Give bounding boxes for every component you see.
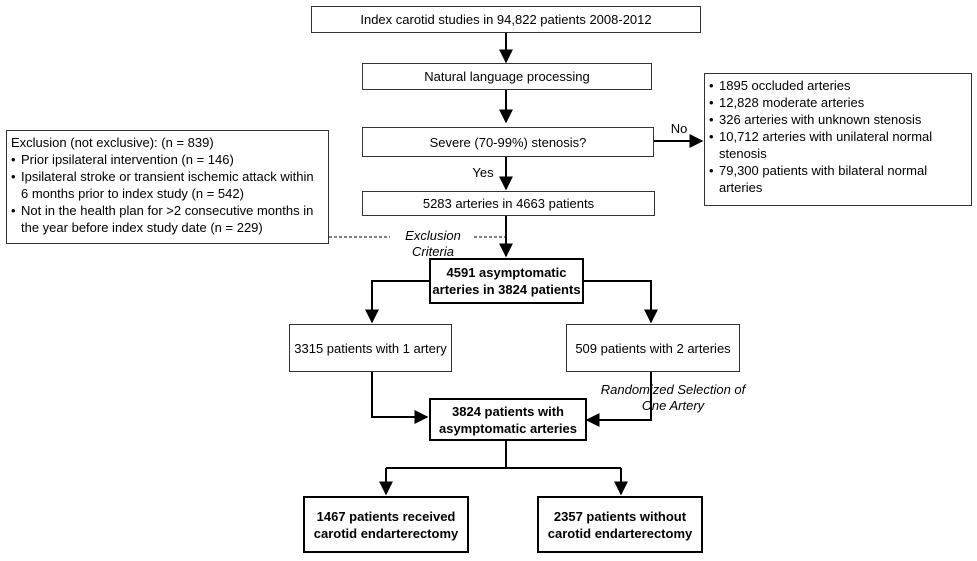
no-branch-list: 1895 occluded arteries 12,828 moderate a… — [709, 77, 967, 196]
asymptomatic-patients-text: 3824 patients with asymptomatic arteries — [438, 403, 577, 436]
one-artery-text: 3315 patients with 1 artery — [294, 340, 447, 356]
exclusion-criteria-label: Exclusion Criteria — [405, 228, 461, 259]
asymptomatic-patients-box: 3824 patients with asymptomatic arteries — [429, 398, 587, 441]
arrow-asym-to-one — [365, 280, 429, 324]
yes-label: Yes — [472, 165, 494, 180]
two-arteries-box: 509 patients with 2 arteries — [566, 324, 740, 372]
no-branch-item: 10,712 arteries with unilateral normal s… — [709, 128, 967, 162]
index-studies-box: Index carotid studies in 94,822 patients… — [311, 6, 701, 33]
no-cea-box: 2357 patients without carotid endarterec… — [537, 496, 703, 553]
exclusion-item: Ipsilateral stroke or transient ischemic… — [11, 168, 324, 202]
no-label: No — [670, 121, 688, 136]
exclusion-item: Prior ipsilateral intervention (n = 146) — [11, 151, 324, 168]
arrow-two-to-patients — [585, 372, 652, 427]
exclusion-box: Exclusion (not exclusive): (n = 839) Pri… — [6, 130, 329, 244]
arteries-text: 5283 arteries in 4663 patients — [422, 196, 595, 211]
one-artery-box: 3315 patients with 1 artery — [289, 324, 452, 372]
index-studies-text: Index carotid studies in 94,822 patients… — [360, 12, 652, 27]
exclusion-list: Prior ipsilateral intervention (n = 146)… — [11, 151, 324, 236]
exclusion-item: Not in the health plan for >2 consecutiv… — [11, 202, 324, 236]
no-branch-box: 1895 occluded arteries 12,828 moderate a… — [704, 73, 972, 206]
nlp-text: Natural language processing — [424, 69, 590, 84]
arrow-asym-to-two — [584, 280, 658, 324]
severe-stenosis-box: Severe (70-99%) stenosis? — [362, 127, 654, 157]
asymptomatic-arteries-text: 4591 asymptomatic arteries in 3824 patie… — [432, 265, 581, 297]
no-branch-item: 79,300 patients with bilateral normal ar… — [709, 162, 967, 196]
asymptomatic-arteries-box: 4591 asymptomatic arteries in 3824 patie… — [429, 258, 584, 304]
cea-box: 1467 patients received carotid endartere… — [303, 496, 469, 553]
two-arteries-text: 509 patients with 2 arteries — [575, 340, 731, 356]
cea-text: 1467 patients received carotid endartere… — [313, 508, 459, 541]
arrow-one-to-patients — [371, 372, 429, 424]
no-cea-text: 2357 patients without carotid endarterec… — [547, 508, 693, 541]
no-branch-item: 12,828 moderate arteries — [709, 94, 967, 111]
nlp-box: Natural language processing — [362, 63, 652, 90]
exclusion-title: Exclusion (not exclusive): (n = 839) — [11, 135, 214, 150]
randomized-selection-label: Randomized Selection of One Artery — [600, 382, 746, 413]
arteries-box: 5283 arteries in 4663 patients — [362, 191, 655, 216]
severe-stenosis-text: Severe (70-99%) stenosis? — [429, 134, 587, 150]
no-branch-item: 326 arteries with unknown stenosis — [709, 111, 967, 128]
no-branch-item: 1895 occluded arteries — [709, 77, 967, 94]
